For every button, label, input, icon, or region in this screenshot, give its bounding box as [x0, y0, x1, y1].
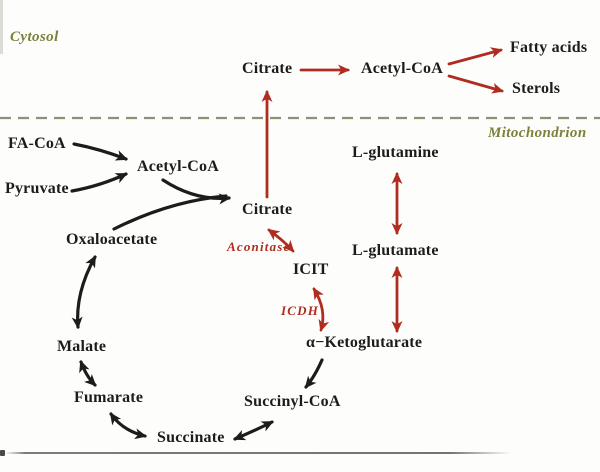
node-oxaloacetate: Oxaloacetate	[66, 231, 158, 248]
node-acetyl-coa-cytosol: Acetyl-CoA	[361, 60, 443, 77]
enzyme-aconitase: Aconitase	[227, 239, 291, 254]
bottom-border-line	[5, 452, 511, 454]
node-succinate: Succinate	[157, 429, 225, 446]
arrow-malate-fumarate	[79, 360, 97, 387]
node-l-glutamate: L-glutamate	[352, 242, 439, 259]
arrow-facoa-to-acetylcoa	[72, 142, 128, 161]
arrow-citrate-icit-aconitase	[267, 228, 295, 253]
cytosol-label: Cytosol	[10, 29, 59, 45]
mitochondrion-label: Mitochondrion	[488, 125, 587, 141]
enzyme-icdh: ICDH	[281, 303, 320, 318]
arrow-oxaloacetate-malate	[71, 255, 97, 329]
arrow-acetylcoa-to-citrate	[161, 178, 231, 205]
node-fa-coa: FA-CoA	[8, 135, 66, 152]
node-l-glutamine: L-glutamine	[352, 144, 439, 161]
node-fatty-acids: Fatty acids	[510, 39, 588, 56]
arrow-acetylcoa-to-fatty-acids	[447, 47, 503, 66]
arrow-pyruvate-to-acetylcoa	[70, 172, 128, 193]
node-pyruvate: Pyruvate	[5, 180, 69, 197]
node-icit: ICIT	[293, 261, 329, 278]
arrow-fumarate-succinate	[109, 412, 147, 440]
node-citrate-mito: Citrate	[242, 201, 293, 218]
arrow-icit-ketoglutarate-icdh	[312, 287, 330, 332]
node-succinyl-coa: Succinyl-CoA	[244, 393, 341, 410]
arrow-oxaloacetate-to-citrate	[112, 194, 228, 231]
node-malate: Malate	[57, 338, 107, 355]
node-acetyl-coa-mito: Acetyl-CoA	[137, 158, 219, 175]
bottom-left-corner-mark	[0, 450, 5, 456]
arrow-acetylcoa-to-sterols	[447, 74, 504, 94]
arrow-ketoglutarate-to-succinylcoa	[304, 358, 324, 389]
node-citrate-cytosol: Citrate	[242, 60, 293, 77]
node-sterols: Sterols	[512, 80, 561, 97]
left-edge-scan-artifact	[0, 0, 3, 54]
node-alpha-ketoglutarate: α−Ketoglutarate	[306, 334, 423, 351]
node-fumarate: Fumarate	[74, 389, 144, 406]
arrow-succinate-succinylcoa	[233, 420, 274, 441]
